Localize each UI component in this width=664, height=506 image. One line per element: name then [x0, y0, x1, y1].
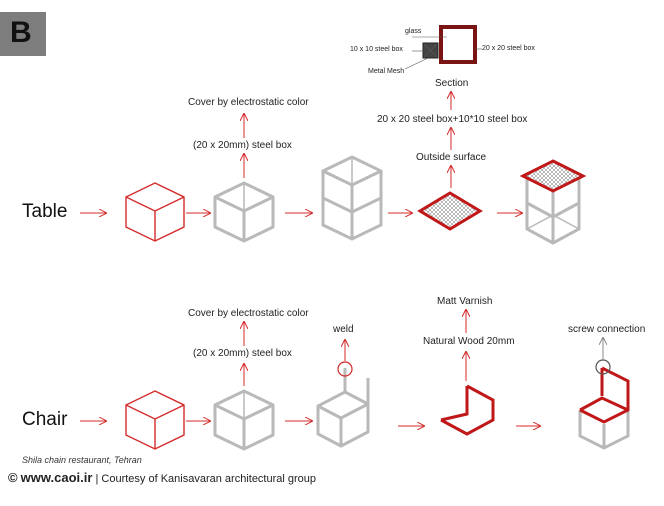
credit-separator: |: [95, 473, 99, 485]
table-tall-frame-icon: [321, 155, 383, 241]
table-red-cube-icon: [125, 182, 185, 242]
table-cover-label: Cover by electrostatic color: [188, 97, 309, 108]
table-steel-box-label: (20 x 20mm) steel box: [193, 140, 292, 151]
panel-letter: B: [10, 16, 32, 49]
section-glass-label: glass: [405, 28, 422, 35]
chair-cover-label: Cover by electrostatic color: [188, 308, 309, 319]
table-outside-surface-label: Outside surface: [416, 152, 487, 163]
chair-steel-box-label: (20 x 20mm) steel box: [193, 348, 292, 359]
table-section-detail-icon: [404, 25, 482, 70]
section-mesh-label: Metal Mesh: [368, 68, 405, 75]
table-section-label: Section: [435, 78, 469, 89]
table-row: [80, 25, 587, 245]
site-link[interactable]: www.caoi.ir: [20, 470, 93, 485]
chair-frame-icon: [316, 361, 370, 448]
table-frame-cube-icon: [213, 181, 275, 243]
chair-wood-icon: [440, 384, 495, 436]
chair-natural-wood-label: Natural Wood 20mm: [423, 336, 515, 347]
table-final-icon: [519, 159, 587, 245]
table-outside-surface-icon: [417, 191, 483, 231]
section-large-box-label: 20 x 20 steel box: [482, 45, 535, 52]
copyright-symbol: ©: [8, 470, 18, 485]
credit-text: Courtesy of Kanisavaran architectural gr…: [101, 473, 317, 485]
chair-final-icon: [578, 359, 630, 450]
chair-row-label: Chair: [22, 409, 68, 430]
table-steel-box-combo-label: 20 x 20 steel box+10*10 steel box: [377, 114, 528, 125]
weld-marker-icon: [337, 361, 353, 377]
chair-row: [80, 310, 630, 451]
project-caption: Shila chain restaurant, Tehran: [22, 455, 142, 465]
chair-screw-label: screw connection: [568, 324, 646, 335]
table-row-label: Table: [22, 201, 68, 222]
panel-badge: B: [0, 12, 46, 56]
chair-matt-varnish-label: Matt Varnish: [437, 296, 493, 307]
chair-red-cube-icon: [125, 390, 185, 450]
credit-line: © www.caoi.ir | Courtesy of Kanisavaran …: [8, 470, 316, 485]
chair-frame-cube-icon: [213, 389, 275, 451]
chair-weld-label: weld: [333, 324, 354, 335]
section-small-box-label: 10 x 10 steel box: [350, 46, 403, 53]
